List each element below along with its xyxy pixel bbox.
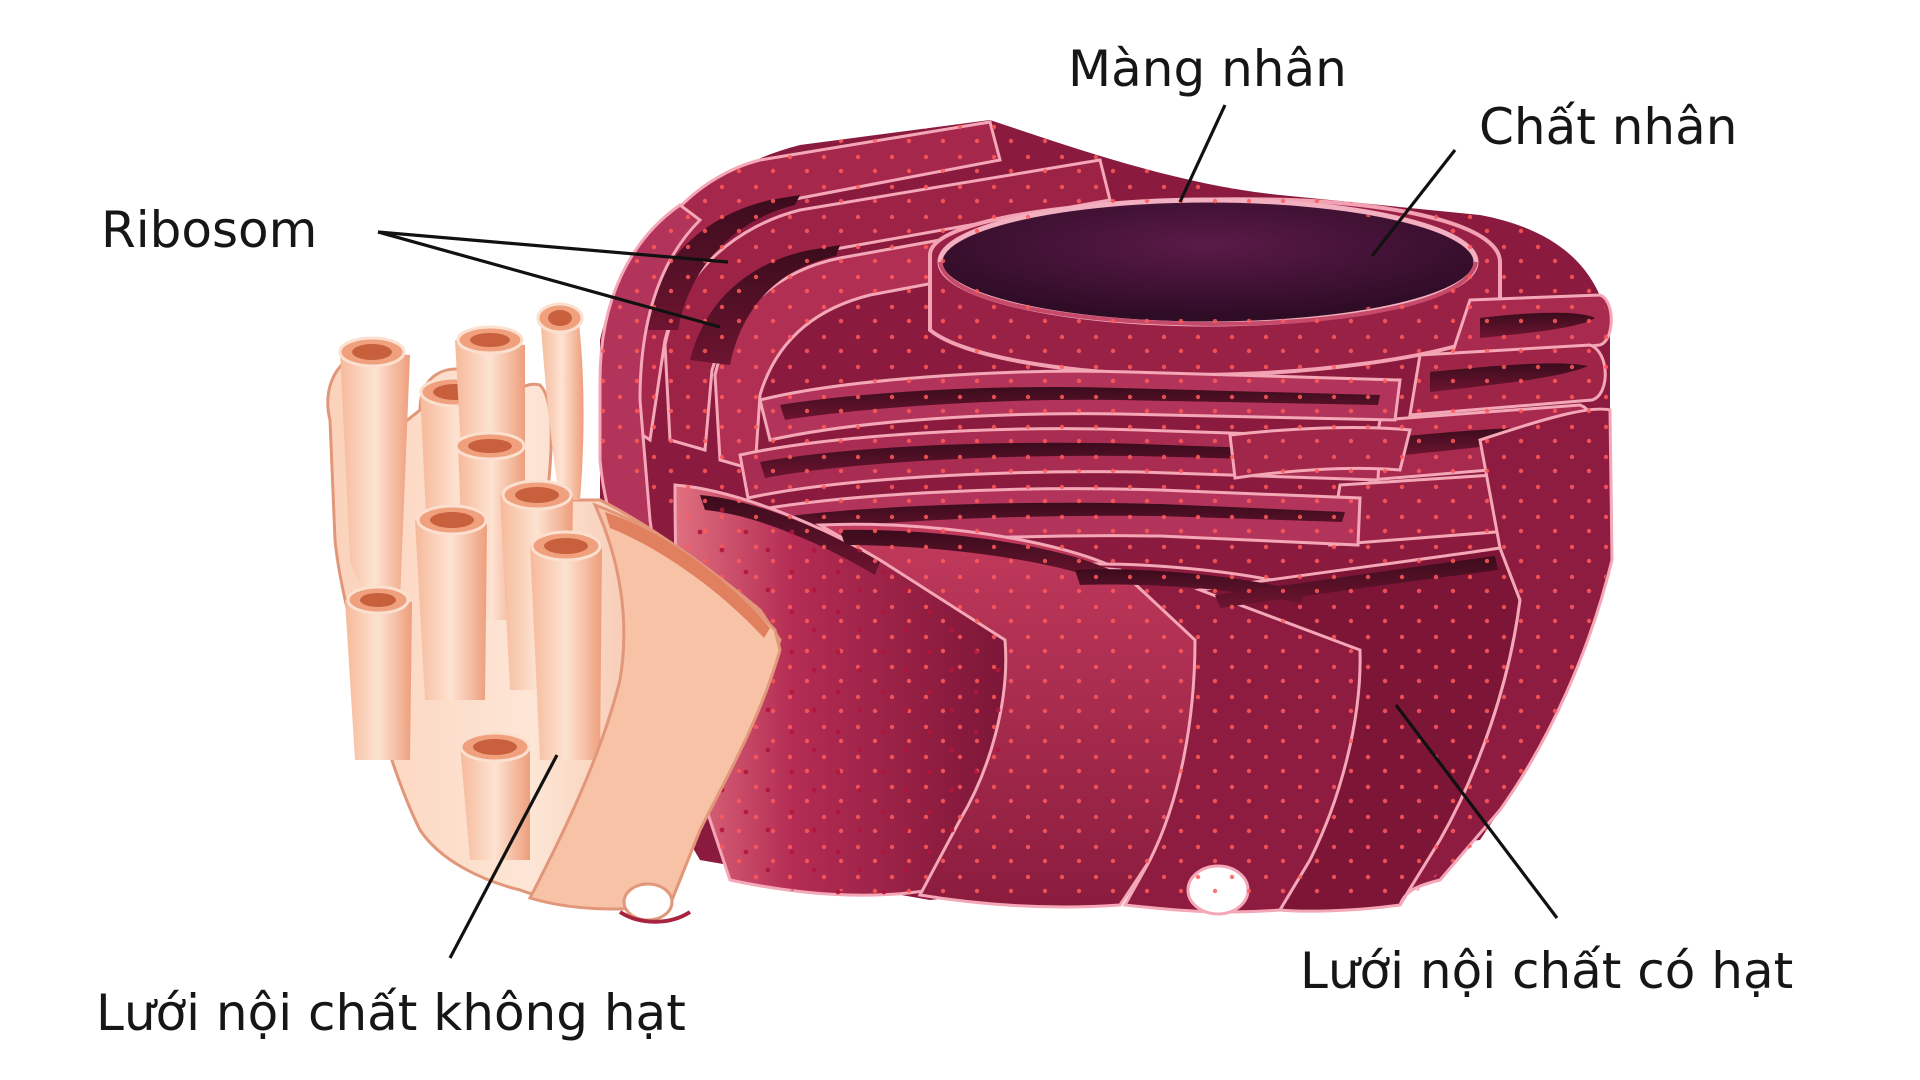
leader-line-lnc-co-hat [1394, 704, 1559, 919]
smooth-er-opening-icon [622, 882, 674, 922]
label-mang-nhan: Màng nhân [1068, 40, 1347, 98]
rough-er [598, 120, 1614, 916]
leader-lines [377, 104, 1559, 959]
leader-line-chat-nhan [1370, 149, 1457, 257]
leader-line-ribosom-1 [377, 230, 729, 264]
label-luoi-noi-chat-khong-hat: Lưới nội chất không hạt [96, 984, 686, 1042]
smooth-er-front-wall [527, 502, 782, 911]
leader-line-mang-nhan [1178, 104, 1227, 203]
smooth-er [326, 302, 782, 924]
smooth-er-tubules [338, 302, 602, 860]
leader-line-ribosom-2 [377, 230, 721, 329]
label-luoi-noi-chat-co-hat: Lưới nội chất có hạt [1300, 942, 1794, 1000]
label-chat-nhan: Chất nhân [1479, 98, 1738, 156]
label-ribosom: Ribosom [101, 201, 318, 259]
leader-line-lnc-khong-hat [448, 754, 559, 959]
ribosome-dots-front [680, 500, 1013, 896]
